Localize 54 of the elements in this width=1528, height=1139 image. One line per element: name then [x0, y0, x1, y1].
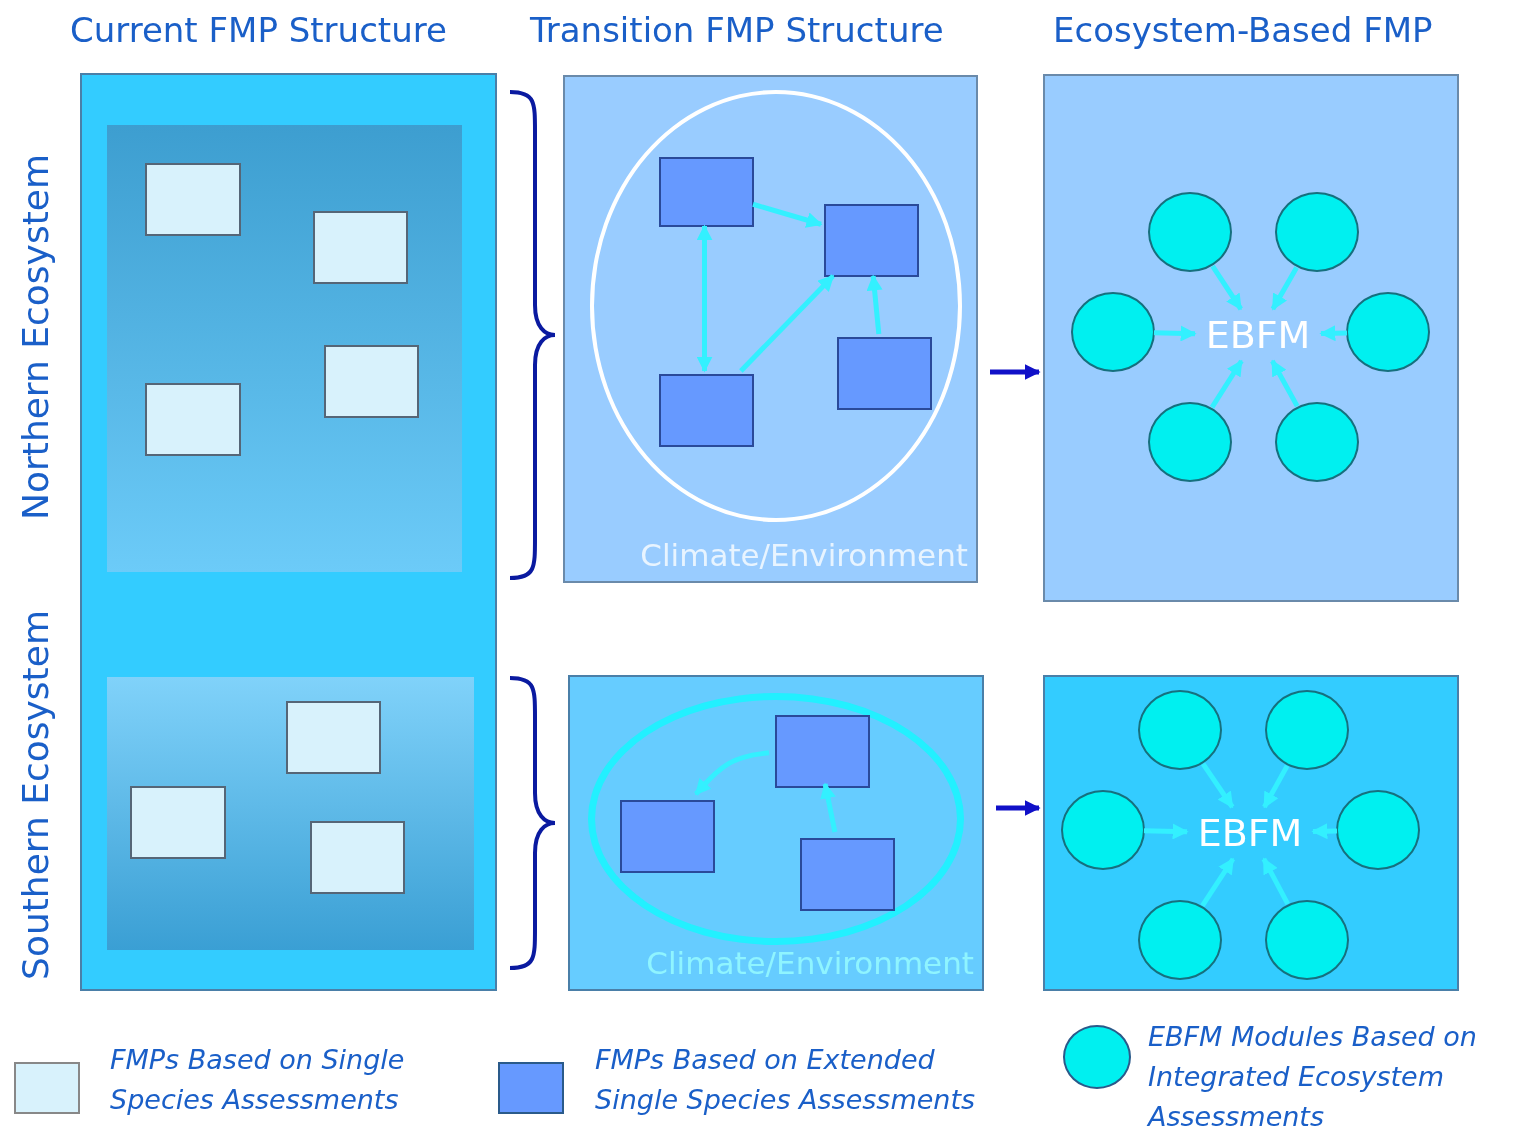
panel [1043, 675, 1459, 991]
ellipse-outline [590, 90, 962, 522]
arrow [694, 750, 770, 796]
panel [568, 675, 984, 991]
fmp-box [824, 204, 919, 277]
fmp-box [145, 383, 241, 456]
arrow [739, 274, 835, 373]
vertical-label: Southern Ecosystem [14, 610, 56, 980]
arrow [1270, 266, 1299, 311]
fmp-box [775, 715, 870, 788]
legend-text: EBFM Modules Based on Integrated Ecosystem Assessments [1148, 1020, 1478, 1134]
fmp-box [145, 163, 241, 236]
arrow [752, 201, 823, 228]
legend-text: FMPs Based on Single Species Assessments [110, 1043, 406, 1117]
arrow [1270, 359, 1300, 408]
fmp-box [286, 701, 381, 774]
panel [563, 75, 978, 583]
arrow [1153, 325, 1197, 342]
arrow [1210, 264, 1243, 311]
fmp-box [324, 345, 419, 418]
column-heading: Ecosystem-Based FMP [1053, 10, 1433, 50]
column-heading: Current FMP Structure [70, 10, 447, 50]
arrow [1262, 764, 1290, 809]
arrow [820, 782, 838, 833]
arrow [1209, 359, 1244, 409]
panel-caption: Climate/Environment [639, 537, 968, 573]
panel [80, 73, 497, 991]
panel [107, 677, 474, 950]
arrow [1143, 823, 1189, 840]
arrow [1311, 823, 1338, 840]
center-label: EBFM [1205, 313, 1311, 357]
arrow [1201, 762, 1235, 809]
fmp-box [800, 838, 895, 911]
column-heading: Transition FMP Structure [530, 10, 944, 50]
fmp-box [620, 800, 715, 873]
fmp-box [659, 157, 754, 227]
arrow [1200, 857, 1236, 908]
ellipse-outline [588, 693, 964, 945]
arrow [1261, 857, 1290, 905]
arrow [990, 364, 1041, 380]
fmp-box [313, 211, 408, 284]
fmp-box [837, 337, 932, 410]
arrow [696, 224, 713, 373]
center-label: EBFM [1197, 811, 1303, 855]
fmp-box [310, 821, 405, 894]
arrow [996, 800, 1041, 816]
legend-text: FMPs Based on Extended Single Species Assessments [595, 1043, 977, 1117]
vertical-label: Northern Ecosystem [14, 154, 56, 520]
fmp-box [659, 374, 754, 447]
arrow [1319, 325, 1348, 342]
panel [1043, 74, 1459, 602]
fmp-box [130, 786, 226, 859]
arrow [866, 274, 883, 335]
panel [107, 125, 462, 572]
